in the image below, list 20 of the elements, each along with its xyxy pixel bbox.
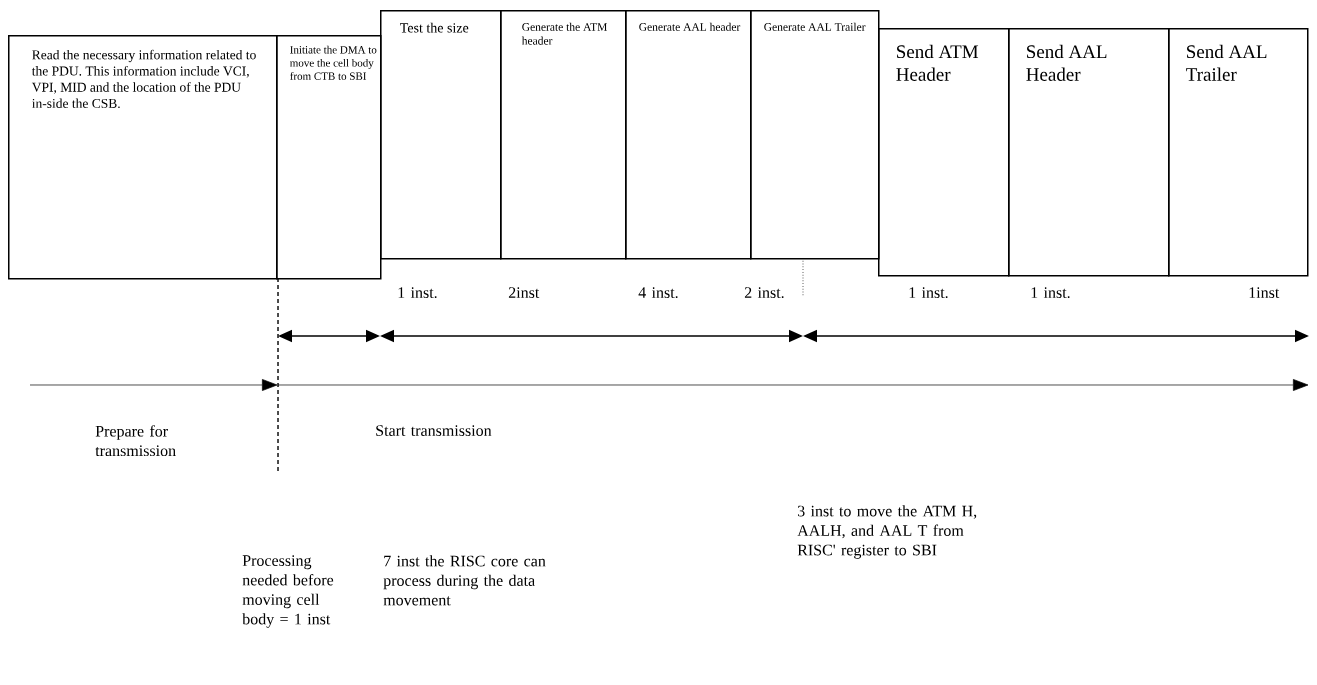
annotation-text: 1 inst. — [1031, 287, 1070, 298]
annotation-text: 4 inst. — [638, 287, 678, 298]
annotation-text: 2 inst. — [744, 287, 784, 298]
process-box: Generate AAL Trailer — [750, 10, 880, 260]
process-box: Send ATM Header — [878, 28, 1010, 277]
annotation-text: Prepare for transmission — [95, 425, 176, 457]
process-box: Generate AAL header — [625, 10, 752, 260]
process-box: Test the size — [380, 10, 502, 260]
annotation-text: 3 inst to move the ATM H, AALH, and AAL T from RISC' register to SBI — [797, 505, 977, 559]
process-box: Send AAL Trailer — [1168, 28, 1309, 277]
process-box: Initiate the DMA to move the cell body from CTB to SBI — [276, 35, 382, 280]
annotation-text: Processing needed before moving cell body = 1 inst — [242, 555, 334, 628]
process-box: Generate the ATM header — [500, 10, 627, 260]
annotation-text: 1 inst. — [398, 287, 437, 298]
annotation-text: Start transmission — [376, 425, 492, 436]
process-box: Read the necessary information related to the PDU. This information include VCI, VPI, MID and the location of the PDU in-side the CSB. — [8, 35, 278, 280]
annotation-text: 1 inst. — [909, 287, 948, 298]
annotation-text: 7 inst the RISC core can process during the data movement — [383, 555, 546, 606]
process-box: Send AAL Header — [1008, 28, 1170, 277]
annotation-text: 2inst — [508, 287, 540, 298]
